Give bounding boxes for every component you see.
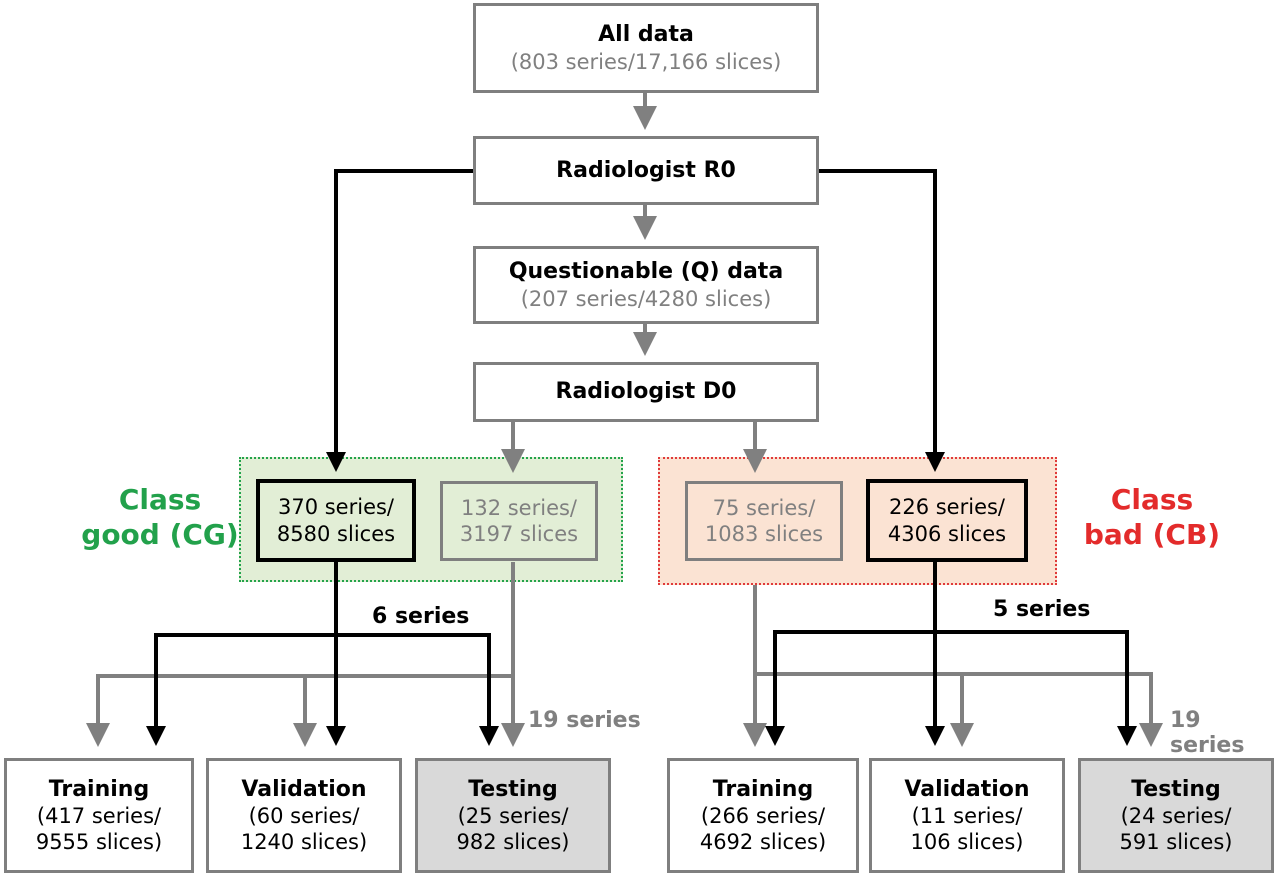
class-bad-label: Class bad (CB)	[1062, 482, 1242, 552]
all-data-count: (803 series/17,166 slices)	[510, 49, 782, 74]
bad-testing-box: Testing (24 series/ 591 slices)	[1078, 758, 1274, 873]
good-black-series-note: 6 series	[372, 604, 470, 629]
cg-q-series: 132 series/	[460, 495, 578, 520]
cb-main-series: 226 series/	[888, 495, 1006, 520]
cb-questionable-box: 75 series/ 1083 slices	[685, 481, 843, 561]
black-to-good-testing	[336, 633, 499, 746]
good-testing-box: Testing (25 series/ 982 slices)	[415, 758, 611, 873]
black-to-bad-testing	[935, 630, 1137, 746]
good-validation-series: (60 series/	[248, 804, 360, 828]
bad-validation-box: Validation (11 series/ 106 slices)	[869, 758, 1065, 873]
cg-q-slices: 3197 slices	[459, 522, 579, 546]
bad-validation-slices: 106 slices)	[910, 830, 1024, 855]
black-to-bad-training	[765, 562, 937, 746]
good-testing-series: (25 series/	[457, 804, 569, 828]
radiologist-d0-title: Radiologist D0	[555, 379, 737, 405]
good-training-title: Training	[48, 776, 150, 802]
black-to-good-training	[146, 562, 338, 746]
cg-questionable-box: 132 series/ 3197 slices	[440, 481, 598, 561]
arrow-r0-to-cg-main	[326, 169, 474, 472]
all-data-title: All data	[598, 22, 694, 48]
bad-training-title: Training	[712, 776, 814, 802]
radiologist-d0-box: Radiologist D0	[473, 362, 819, 422]
questionable-data-count: (207 series/4280 slices)	[520, 286, 772, 311]
questionable-data-title: Questionable (Q) data	[508, 259, 784, 285]
good-testing-slices: 982 slices)	[456, 830, 570, 855]
cg-main-series: 370 series/	[277, 495, 395, 520]
bad-validation-series: (11 series/	[911, 804, 1023, 828]
class-bad-line1: Class	[1110, 483, 1194, 516]
cb-q-series: 75 series/	[712, 495, 816, 520]
bad-testing-slices: 591 slices)	[1119, 830, 1233, 855]
cb-main-slices: 4306 slices	[887, 521, 1007, 546]
all-data-box: All data (803 series/17,166 slices)	[473, 3, 819, 93]
cb-main-box: 226 series/ 4306 slices	[866, 479, 1028, 562]
good-testing-title: Testing	[468, 776, 558, 802]
cg-main-box: 370 series/ 8580 slices	[256, 479, 416, 562]
bad-training-box: Training (266 series/ 4692 slices)	[667, 758, 859, 873]
bad-training-series: (266 series/	[700, 804, 826, 828]
arrow-r0-to-cb-main	[818, 169, 945, 472]
good-validation-slices: 1240 slices)	[240, 830, 368, 855]
class-good-line1: Class	[118, 483, 202, 516]
questionable-data-box: Questionable (Q) data (207 series/4280 s…	[473, 246, 819, 324]
bad-validation-title: Validation	[904, 776, 1030, 802]
class-good-line2: good (CG)	[81, 518, 239, 551]
radiologist-r0-title: Radiologist R0	[556, 157, 736, 183]
bad-training-slices: 4692 slices)	[699, 830, 827, 855]
bad-testing-title: Testing	[1131, 776, 1221, 802]
bad-testing-series: (24 series/	[1120, 804, 1232, 828]
radiologist-r0-box: Radiologist R0	[473, 136, 819, 205]
cb-q-slices: 1083 slices	[704, 522, 824, 546]
class-good-label: Class good (CG)	[70, 482, 250, 552]
good-training-box: Training (417 series/ 9555 slices)	[4, 758, 194, 873]
good-validation-title: Validation	[241, 776, 367, 802]
bad-black-series-note: 5 series	[993, 597, 1091, 622]
good-validation-box: Validation (60 series/ 1240 slices)	[206, 758, 402, 873]
class-bad-line2: bad (CB)	[1083, 518, 1221, 551]
good-grey-series-note: 19 series	[528, 708, 641, 733]
bad-grey-series-note: 19 series	[1170, 708, 1245, 758]
good-training-slices: 9555 slices)	[35, 830, 163, 855]
good-training-series: (417 series/	[36, 804, 162, 828]
cg-main-slices: 8580 slices	[276, 521, 396, 546]
grey-bar-bad	[755, 672, 1163, 747]
